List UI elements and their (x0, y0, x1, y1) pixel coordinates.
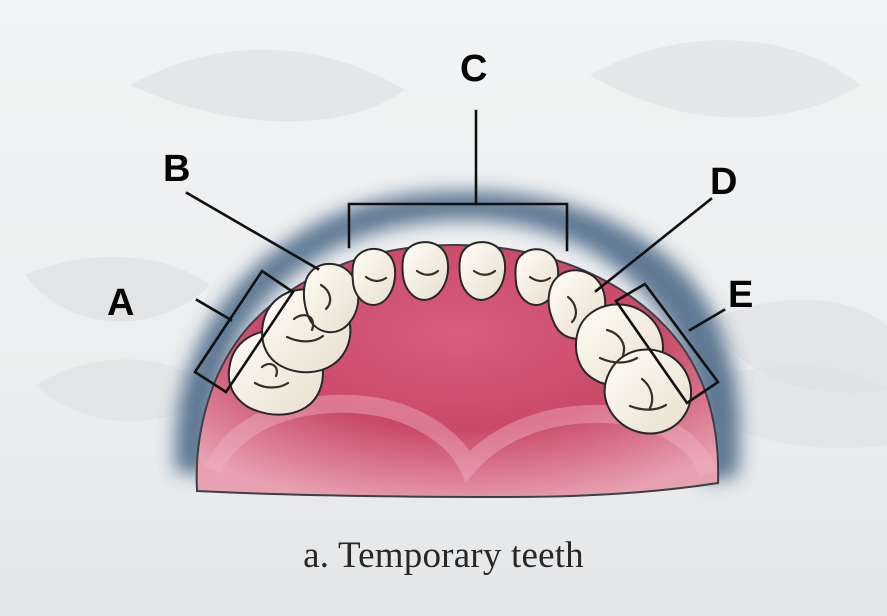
label-d: D (710, 163, 737, 201)
figure-caption: a. Temporary teeth (0, 534, 887, 577)
leader-b (187, 193, 318, 269)
incisor-1 (352, 249, 395, 305)
label-e: E (728, 276, 753, 314)
label-c: C (460, 50, 487, 88)
label-b: B (163, 150, 190, 188)
label-a: A (107, 284, 134, 322)
incisor-2 (402, 242, 448, 300)
incisor-3 (459, 242, 505, 300)
